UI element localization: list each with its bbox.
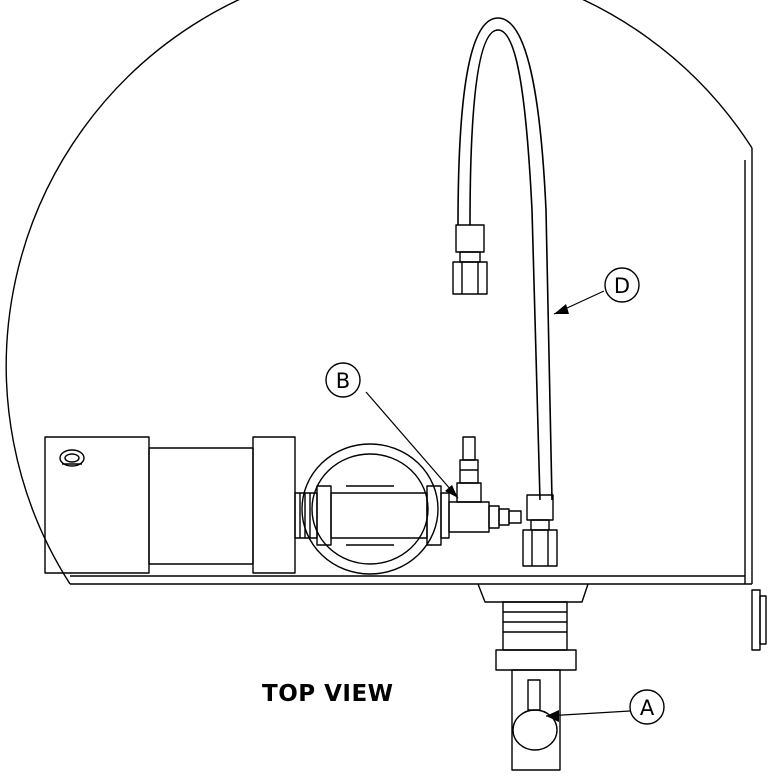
coupling-body (294, 443, 450, 575)
callout-leaders (365, 290, 631, 717)
vent-icon (59, 449, 85, 467)
motor-block (44, 436, 296, 574)
callout-b: B (325, 362, 361, 398)
callout-b-label: B (336, 369, 350, 393)
side-fitting (751, 589, 767, 651)
leader-arrowheads (445, 304, 569, 722)
callout-d: D (604, 267, 640, 303)
callout-a-label: A (640, 696, 655, 720)
callout-a: A (629, 689, 665, 725)
callout-d-label: D (614, 274, 630, 298)
drain-valve (477, 583, 589, 771)
tee-fitting (448, 436, 522, 533)
view-title: TOP VIEW (262, 681, 394, 707)
housing-outline (5, 0, 753, 585)
hose (452, 17, 558, 567)
